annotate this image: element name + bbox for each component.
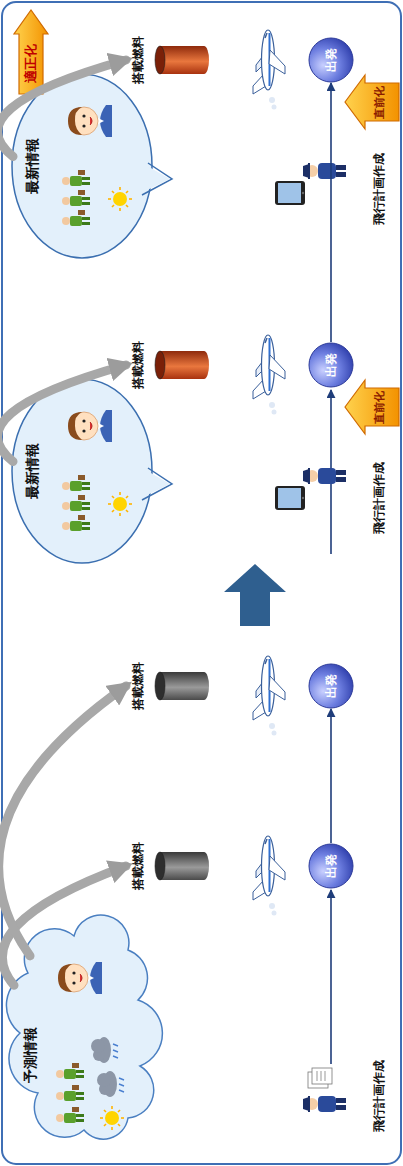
pilot-icon — [303, 163, 346, 179]
forecast-cloud: 予測情報 — [8, 922, 144, 1148]
fuel-tank: 搭載燃料 — [128, 330, 212, 400]
departure-circle: 出発 — [308, 37, 354, 83]
tablet-icon — [275, 486, 305, 510]
curved-arrow — [2, 866, 126, 985]
curved-arrow — [0, 686, 126, 956]
airplane-icon — [253, 335, 285, 415]
airplane-icon — [253, 656, 285, 736]
latest-info-bubble: 最新情報 — [8, 376, 174, 566]
node-text: 出発 — [308, 843, 354, 889]
departure-circle: 出発 — [308, 663, 354, 709]
optimization-arrow: 適正化 — [14, 10, 48, 94]
node-text: 最新情報 — [24, 71, 42, 261]
improvement-arrow: 直前化 — [345, 380, 399, 434]
fuel-tank: 搭載燃料 — [128, 831, 212, 901]
node-text: 直前化 — [372, 75, 387, 129]
step-label: 飛行計画作成 — [371, 1060, 388, 1132]
node-text: 搭載燃料 — [130, 25, 147, 95]
node-text: 出発 — [308, 663, 354, 709]
node-text: 適正化 — [22, 32, 40, 94]
node-text: 直前化 — [372, 380, 387, 434]
latest-info-bubble: 最新情報 — [8, 71, 174, 261]
airplane-icon — [253, 30, 285, 110]
fuel-tank: 搭載燃料 — [128, 25, 212, 95]
timeline-arrow — [330, 709, 332, 843]
node-text: 予測情報 — [22, 922, 40, 1166]
node-text: 搭載燃料 — [130, 330, 147, 400]
node-text: 最新情報 — [24, 376, 42, 566]
node-text: 搭載燃料 — [130, 651, 147, 721]
node-text: 出発 — [308, 37, 354, 83]
timeline-line — [330, 890, 332, 1064]
uparrow-outline — [345, 380, 399, 434]
transition-arrow — [224, 564, 286, 626]
node-text: 出発 — [308, 342, 354, 388]
fuel-tank: 搭載燃料 — [128, 651, 212, 721]
improvement-arrow: 直前化 — [345, 75, 399, 129]
departure-circle: 出発 — [308, 843, 354, 889]
step-label: 飛行計画作成 — [371, 462, 388, 534]
departure-circle: 出発 — [308, 342, 354, 388]
uparrow-outline — [345, 75, 399, 129]
pilot-icon — [303, 468, 346, 484]
airplane-icon — [253, 836, 285, 916]
curved-arrow — [0, 365, 126, 462]
timeline-arrow — [330, 83, 332, 342]
step-label: 飛行計画作成 — [371, 153, 388, 225]
papers-icon — [308, 1068, 332, 1088]
node-text: 搭載燃料 — [130, 831, 147, 901]
curved-arrow — [0, 60, 126, 157]
pilot-icon — [303, 1096, 346, 1112]
tablet-icon — [275, 181, 305, 205]
